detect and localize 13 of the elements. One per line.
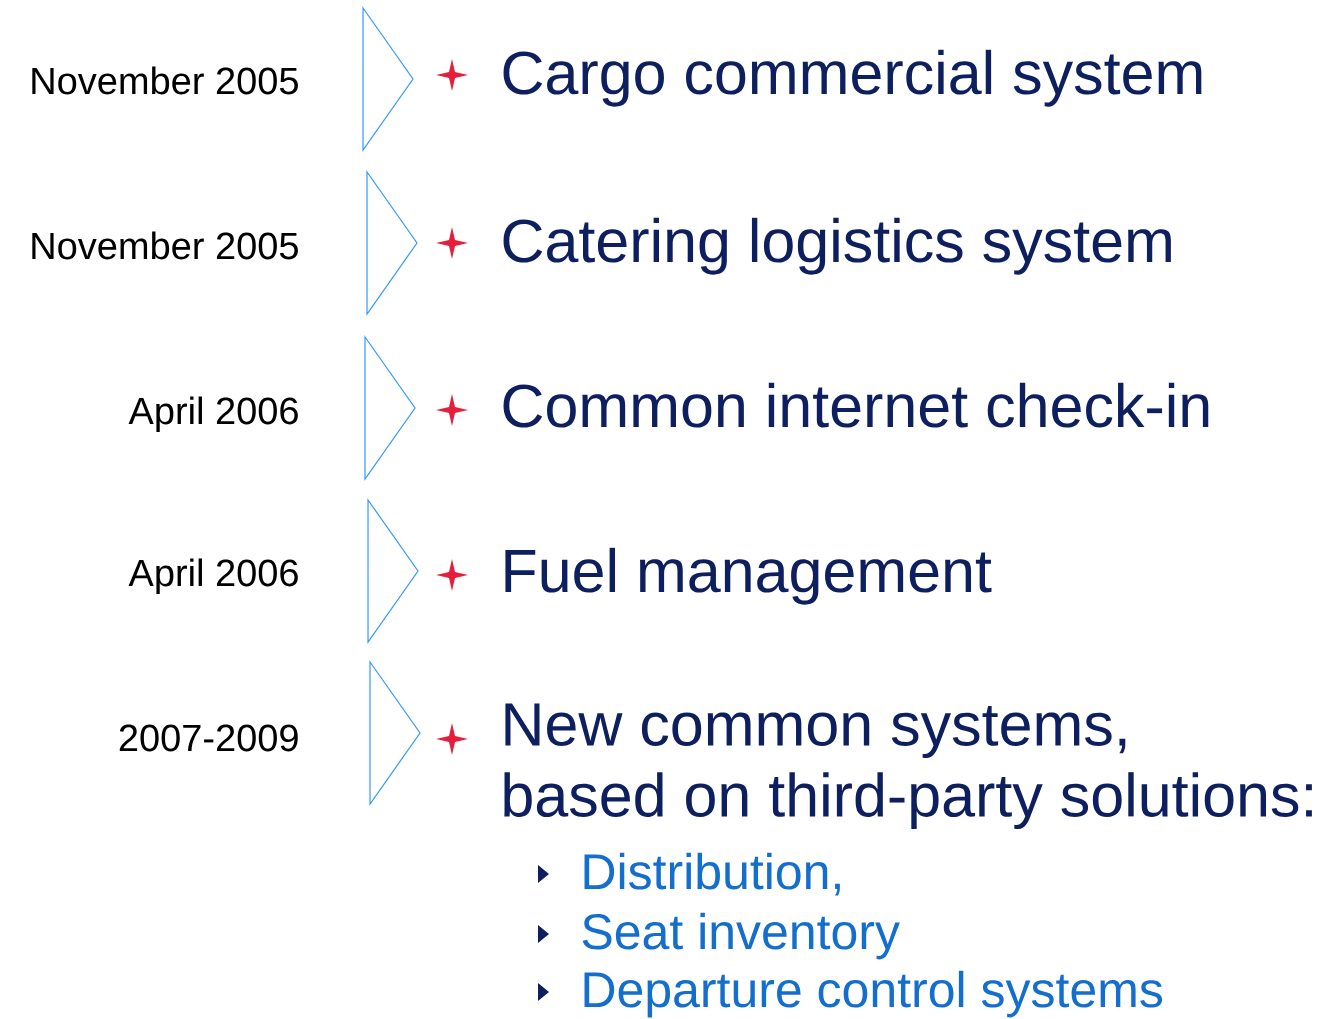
item-text: Catering logistics system xyxy=(503,217,1171,275)
item-text: Common internet check-in xyxy=(503,382,1209,428)
sub-item-text: Distribution, xyxy=(584,852,840,896)
date-label: April 2006 xyxy=(128,558,298,594)
item-text: New common systems, based on third-party solutions: xyxy=(504,703,1312,830)
date-label: November 2005 xyxy=(32,66,298,95)
date-label: April 2006 xyxy=(128,396,298,432)
date-label: November 2005 xyxy=(32,231,298,260)
item-text: Fuel management xyxy=(505,547,992,605)
sub-item-text: Seat inventory xyxy=(582,912,900,960)
item-text: Cargo commercial system xyxy=(503,49,1202,107)
date-label: 2007-2009 xyxy=(119,724,298,752)
sub-item-text: Departure control systems xyxy=(584,970,1163,1018)
